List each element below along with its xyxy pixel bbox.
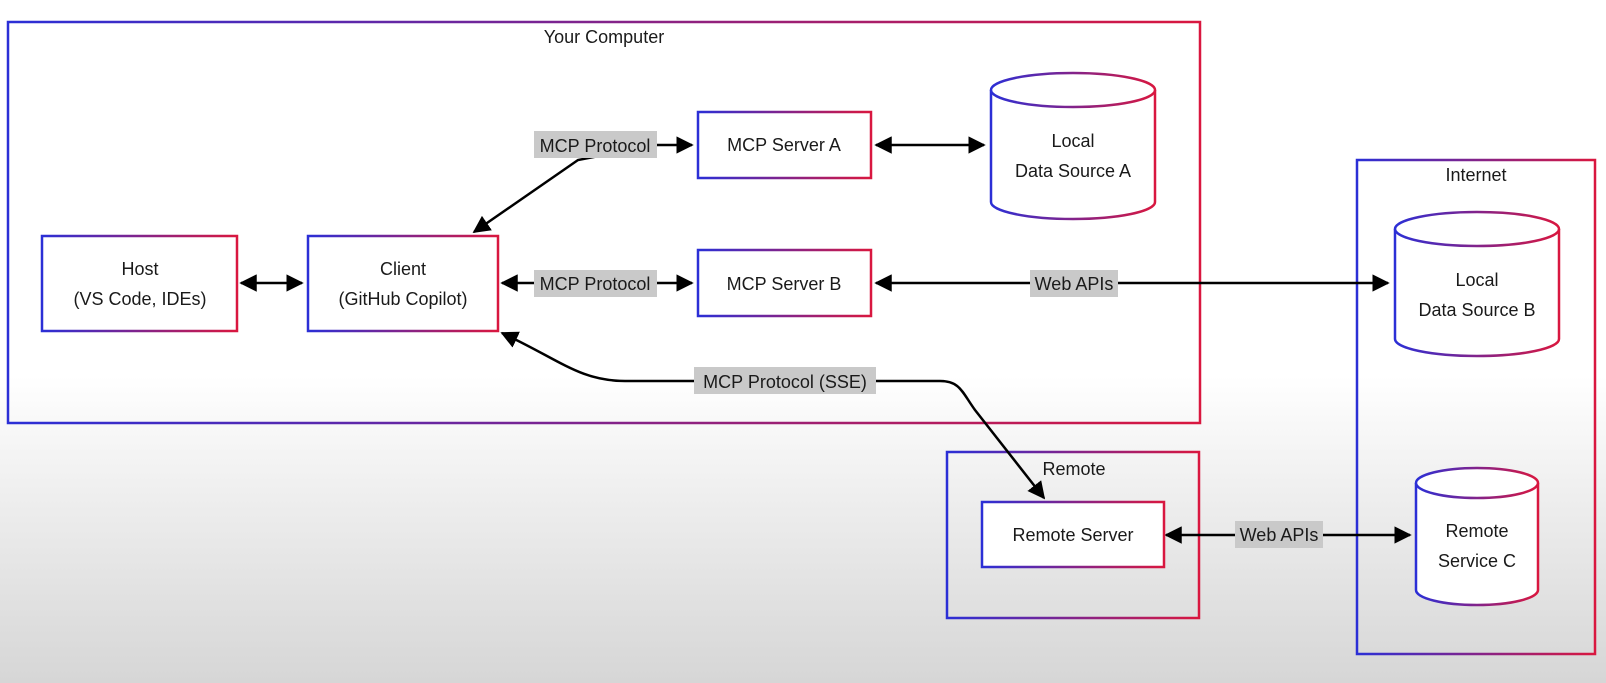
svg-text:MCP Protocol (SSE): MCP Protocol (SSE) — [703, 372, 867, 392]
node-local-data-source-a: Local Data Source A — [989, 71, 1157, 221]
svg-text:MCP Protocol: MCP Protocol — [540, 274, 651, 294]
edge-label-mcp-protocol-sse: MCP Protocol (SSE) — [694, 367, 876, 394]
group-internet: Internet — [1355, 158, 1597, 656]
connectors — [239, 136, 1412, 544]
svg-text:Web APIs: Web APIs — [1240, 525, 1319, 545]
group-internet-label: Internet — [1445, 165, 1506, 185]
node-client: Client (GitHub Copilot) — [306, 234, 500, 333]
edge-client-remote-server — [500, 331, 1046, 500]
group-your-computer-label: Your Computer — [544, 27, 664, 47]
node-host: Host (VS Code, IDEs) — [40, 234, 239, 333]
edge-label-web-apis-b: Web APIs — [1030, 270, 1118, 297]
edge-label-mcp-protocol-b: MCP Protocol — [534, 270, 657, 297]
svg-text:(VS Code, IDEs): (VS Code, IDEs) — [73, 289, 206, 309]
node-mcp-server-b: MCP Server B — [696, 248, 873, 318]
svg-text:MCP Protocol: MCP Protocol — [540, 136, 651, 156]
node-remote-server: Remote Server — [980, 500, 1166, 569]
node-mcp-server-a: MCP Server A — [696, 110, 873, 180]
edge-client-server-a — [472, 136, 694, 234]
svg-text:Data Source B: Data Source B — [1418, 300, 1535, 320]
svg-text:Remote: Remote — [1445, 521, 1508, 541]
svg-text:MCP Server B: MCP Server B — [727, 274, 842, 294]
svg-text:Host: Host — [121, 259, 158, 279]
svg-text:Remote Server: Remote Server — [1012, 525, 1133, 545]
svg-text:Local: Local — [1051, 131, 1094, 151]
edge-label-web-apis-c: Web APIs — [1235, 521, 1323, 548]
svg-text:Service C: Service C — [1438, 551, 1516, 571]
svg-text:MCP Server A: MCP Server A — [727, 135, 841, 155]
svg-text:Local: Local — [1455, 270, 1498, 290]
group-remote-label: Remote — [1042, 459, 1105, 479]
node-remote-service-c: Remote Service C — [1414, 466, 1540, 607]
svg-text:Client: Client — [380, 259, 426, 279]
svg-text:(GitHub Copilot): (GitHub Copilot) — [338, 289, 467, 309]
edge-label-mcp-protocol-a: MCP Protocol — [534, 131, 657, 158]
svg-text:Web APIs: Web APIs — [1035, 274, 1114, 294]
node-local-data-source-b: Local Data Source B — [1393, 210, 1561, 358]
svg-text:Data Source A: Data Source A — [1015, 161, 1131, 181]
